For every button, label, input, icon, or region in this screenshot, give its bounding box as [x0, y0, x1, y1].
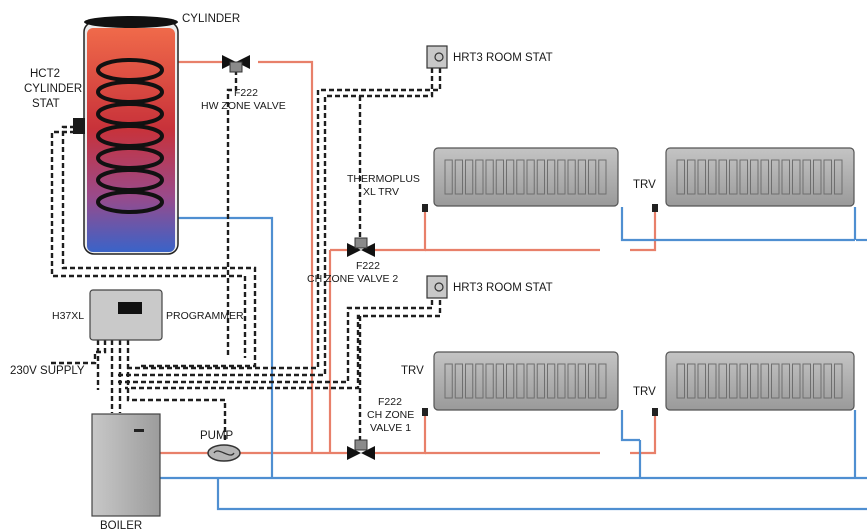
- ch-valve-1-label-2: CH ZONE: [367, 409, 414, 421]
- ch-valve-2-label-1: F222: [356, 260, 380, 272]
- boiler-label: BOILER: [100, 520, 142, 532]
- cylinder-stat-label-2: CYLINDER: [24, 83, 82, 95]
- radiator-top-right: [665, 147, 855, 207]
- cylinder-stat-label-1: HCT2: [30, 68, 60, 80]
- hw-valve-label-1: F222: [234, 87, 258, 99]
- ch-valve-2-label-2: CH ZONE VALVE 2: [307, 273, 398, 285]
- trv-bottom-left-label: TRV: [401, 365, 424, 377]
- pump-icon: [207, 444, 241, 462]
- room-stat-mid-label: HRT3 ROOM STAT: [453, 282, 553, 294]
- cylinder-stat-icon: [73, 118, 85, 134]
- cylinder-coil: [96, 58, 164, 214]
- control-wiring: [50, 68, 442, 443]
- room-stat-top-label: HRT3 ROOM STAT: [453, 52, 553, 64]
- radiators: [433, 147, 855, 411]
- radiator-bottom-left: [433, 351, 619, 411]
- hw-zone-valve-icon: [222, 55, 250, 73]
- programmer-model-label: H37XL: [52, 310, 84, 322]
- programmer-display: [118, 302, 142, 314]
- room-stat-top-icon: [426, 45, 448, 69]
- ch-zone-valve-2-icon: [347, 237, 375, 257]
- cylinder-stat-label-3: STAT: [32, 98, 60, 110]
- ch-valve-1-label-3: VALVE 1: [370, 422, 411, 434]
- supply-label: 230V SUPPLY: [10, 365, 85, 377]
- pump-label: PUMP: [200, 430, 234, 442]
- thermoplus-label-1: THERMOPLUS: [347, 173, 420, 185]
- trv-top-label: TRV: [633, 179, 656, 191]
- thermoplus-label-2: XL TRV: [363, 186, 399, 198]
- ch-zone-valve-1-icon: [347, 439, 375, 460]
- room-stat-mid-icon: [426, 275, 448, 299]
- programmer-unit: [89, 289, 163, 341]
- programmer-label: PROGRAMMER: [166, 310, 244, 322]
- ch-valve-1-label-1: F222: [378, 396, 402, 408]
- radiator-top-left: [433, 147, 619, 207]
- trv-icons: [422, 204, 658, 416]
- radiator-bottom-right: [665, 351, 855, 411]
- cylinder-label: CYLINDER: [182, 13, 240, 25]
- hot-water-cylinder: [73, 16, 179, 255]
- boiler-unit: [91, 413, 161, 517]
- trv-bottom-right-label: TRV: [633, 386, 656, 398]
- return-pipes: [148, 207, 867, 511]
- hw-valve-label-2: HW ZONE VALVE: [201, 100, 286, 112]
- flow-pipes: [148, 60, 657, 455]
